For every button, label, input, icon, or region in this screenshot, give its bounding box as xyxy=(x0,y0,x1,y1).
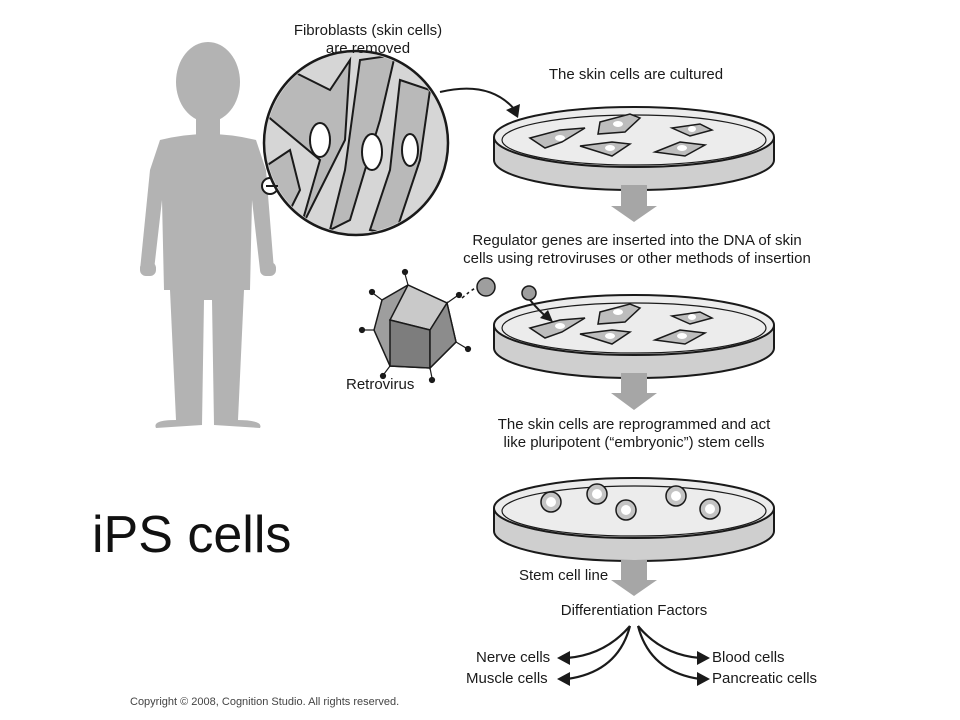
label-fibroblasts: Fibroblasts (skin cells) are removed xyxy=(294,22,442,58)
label-reprogrammed-line2: like pluripotent (“embryonic”) stem cell… xyxy=(503,434,765,451)
curved-arrow xyxy=(439,87,516,111)
label-fibroblasts-line1: Fibroblasts (skin cells) xyxy=(293,22,443,39)
down-arrow-3 xyxy=(611,560,657,596)
copyright-notice: Copyright © 2008, Cognition Studio. All … xyxy=(130,696,400,708)
retrovirus-icon xyxy=(358,268,472,384)
label-regulator-line2: cells using retroviruses or other method… xyxy=(463,250,811,267)
label-reprogrammed: The skin cells are reprogrammed and act … xyxy=(498,416,771,452)
label-stem-cell-line: Stem cell line xyxy=(519,567,609,584)
petri-dish-1 xyxy=(493,106,775,191)
petri-dish-3 xyxy=(493,477,775,562)
label-regulator-line1: Regulator genes are inserted into the DN… xyxy=(472,232,802,249)
human-silhouette-icon xyxy=(140,42,276,428)
down-arrow-2 xyxy=(611,373,657,410)
magnified-fibroblasts xyxy=(262,49,450,237)
label-cultured: The skin cells are cultured xyxy=(548,66,724,83)
label-fibroblasts-line2: are removed xyxy=(325,40,411,57)
virus-particle-2 xyxy=(521,285,537,301)
label-blood-cells: Blood cells xyxy=(712,649,785,666)
arrowheads xyxy=(557,651,710,686)
label-regulator: Regulator genes are inserted into the DN… xyxy=(463,232,811,268)
petri-dish-2 xyxy=(493,294,775,379)
label-differentiation: Differentiation Factors xyxy=(560,602,708,619)
label-reprogrammed-line1: The skin cells are reprogrammed and act xyxy=(497,416,771,433)
differentiation-arrows xyxy=(566,625,701,681)
label-retrovirus: Retrovirus xyxy=(346,376,415,393)
label-pancreatic-cells: Pancreatic cells xyxy=(712,670,818,687)
virus-particle-1 xyxy=(476,277,496,297)
label-nerve-cells: Nerve cells xyxy=(476,649,551,666)
page-title: iPS cells xyxy=(92,506,292,564)
label-muscle-cells: Muscle cells xyxy=(466,670,548,687)
down-arrow-1 xyxy=(611,185,657,222)
